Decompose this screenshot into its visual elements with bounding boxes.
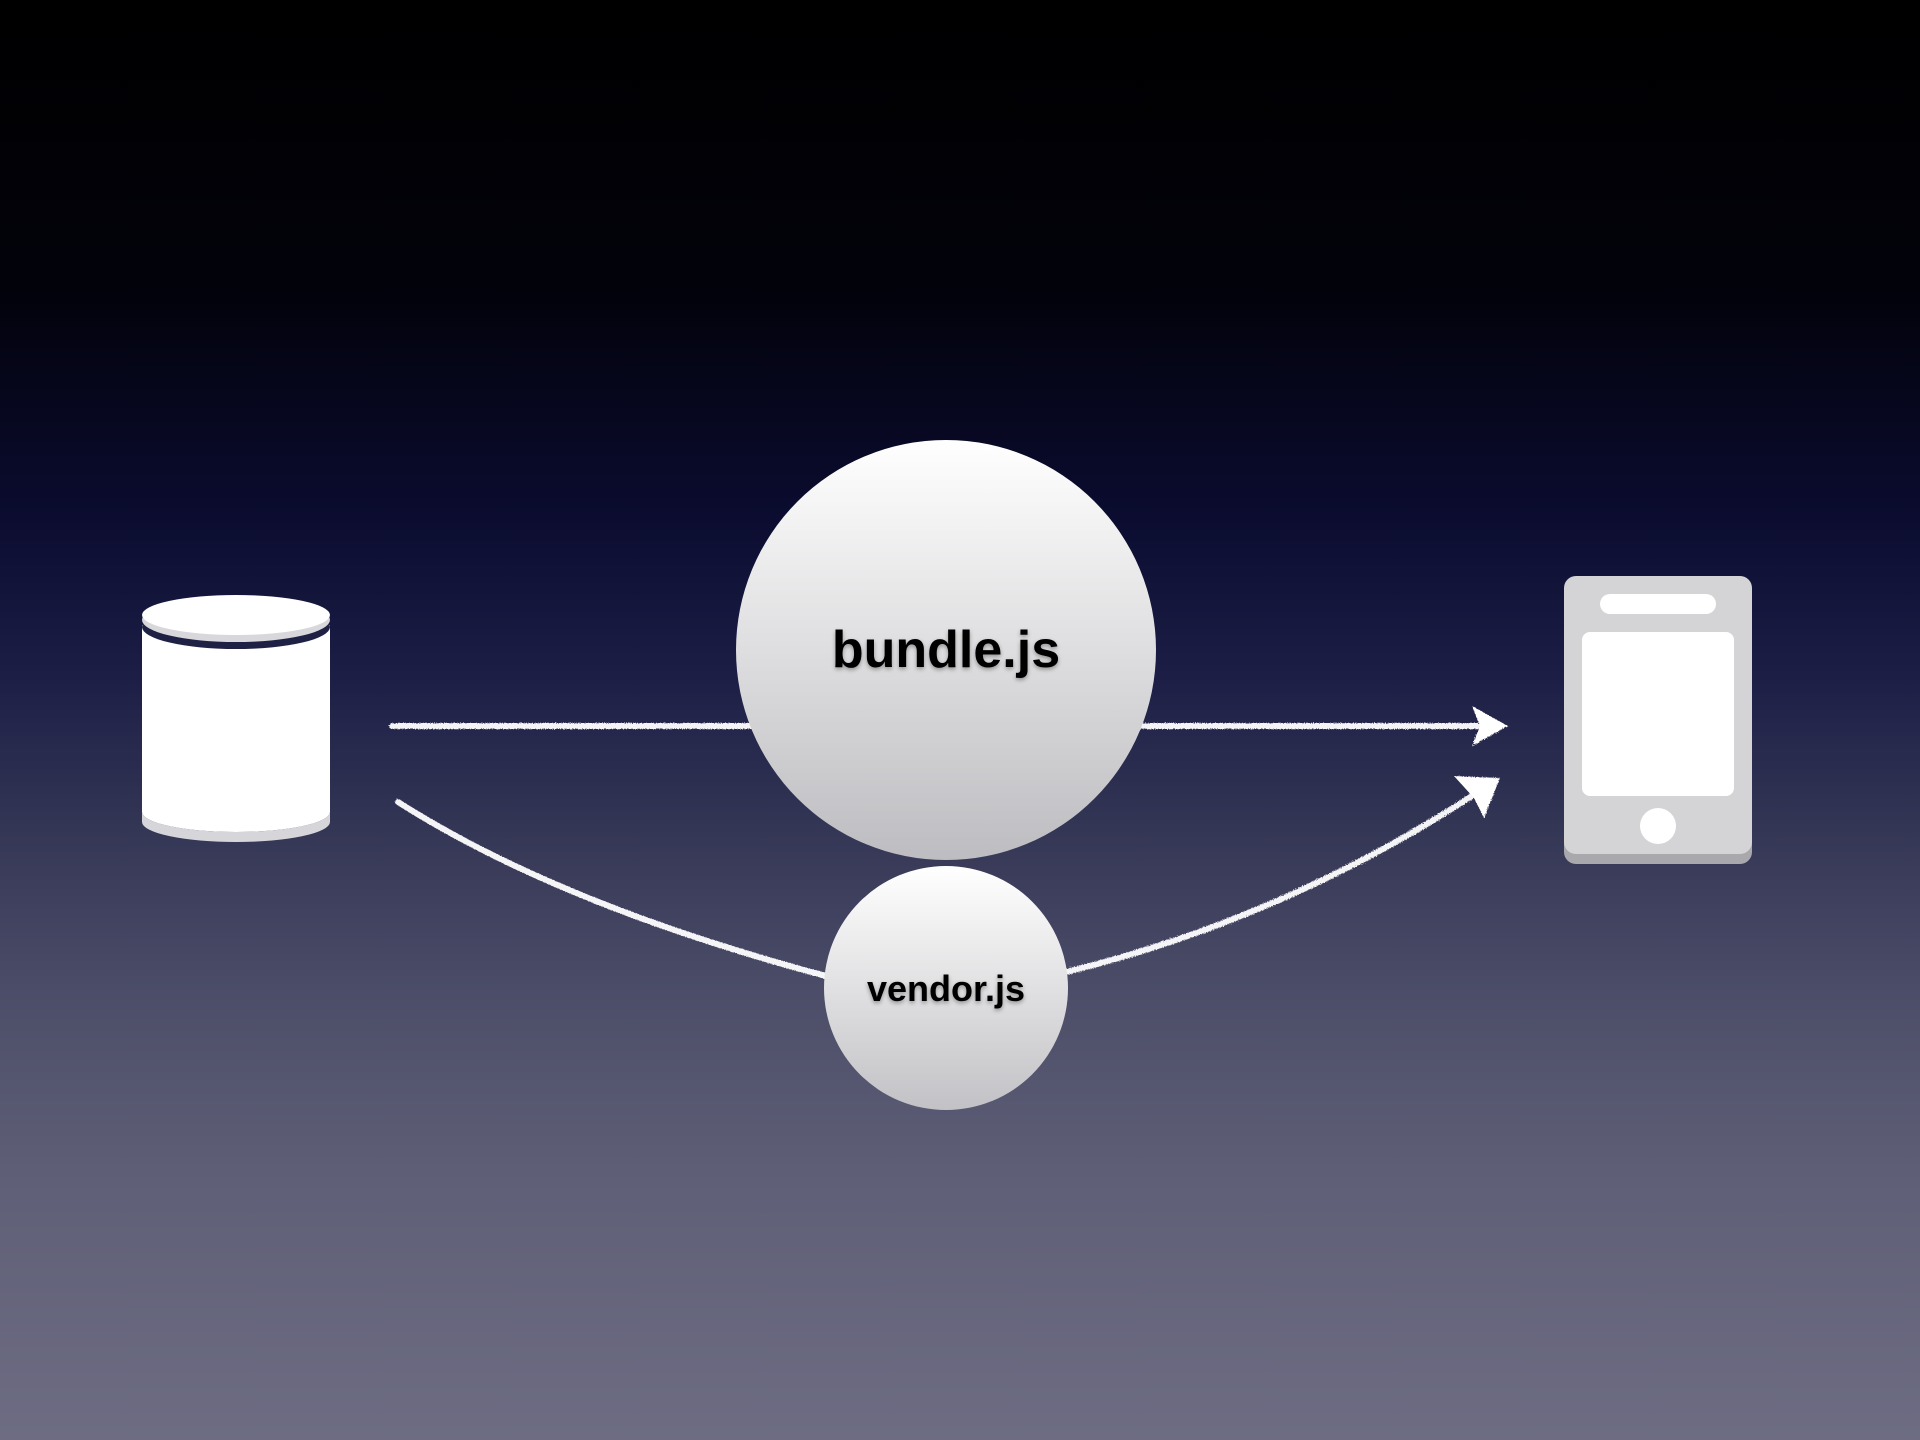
vendor-label: vendor.js: [866, 968, 1026, 1009]
mobile-device-icon: [1564, 576, 1752, 864]
bundle-bubble: [736, 440, 1156, 860]
bundle-label: bundle.js: [831, 621, 1061, 679]
database-icon: [142, 595, 330, 842]
curved-arrow: [395, 776, 1500, 979]
vendor-bubble: [824, 866, 1068, 1110]
